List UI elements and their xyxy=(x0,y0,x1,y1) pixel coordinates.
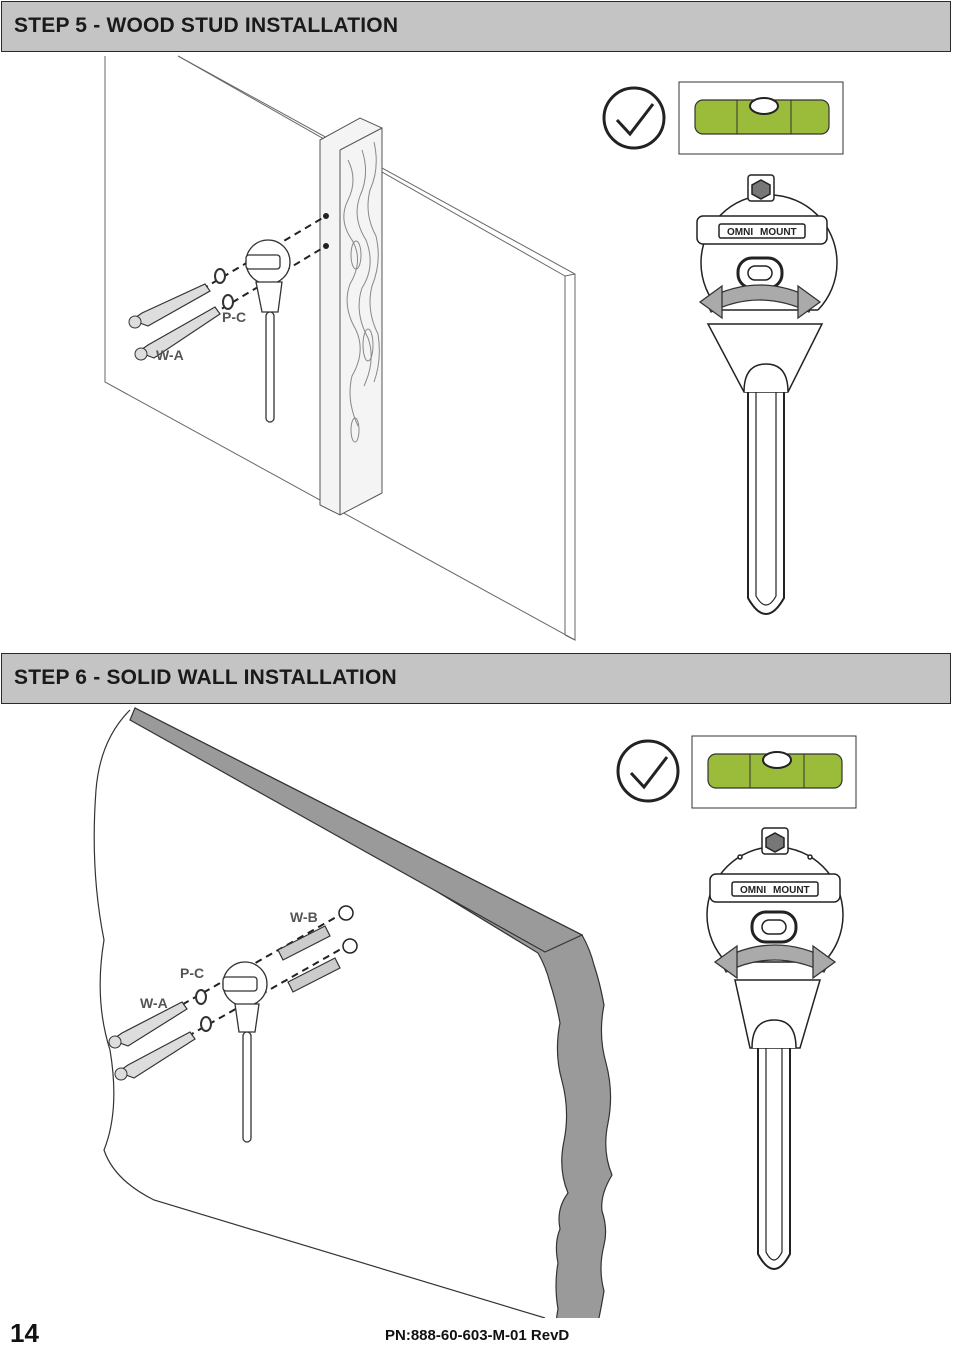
bubble-level-icon xyxy=(678,81,844,155)
rotate-arrows-icon xyxy=(698,284,822,320)
wall-anchor-icon xyxy=(277,925,341,993)
label-pc: P-C xyxy=(222,309,246,325)
washer-icon xyxy=(195,989,212,1032)
pilot-hole xyxy=(323,243,329,249)
step5-illustration: P-C W-A OMNI MOUNT xyxy=(104,55,844,641)
step6-title: STEP 6 - SOLID WALL INSTALLATION xyxy=(14,666,397,689)
wall-hole-icon xyxy=(338,905,358,954)
brand-left: OMNI xyxy=(727,227,753,238)
lag-screw-icon xyxy=(128,283,221,361)
label-wa: W-A xyxy=(140,995,168,1011)
mount-bracket-icon xyxy=(706,827,844,1270)
label-pc: P-C xyxy=(180,965,204,981)
page-number: 14 xyxy=(10,1318,39,1348)
brand-right: MOUNT xyxy=(773,885,810,896)
step5-title: STEP 5 - WOOD STUD INSTALLATION xyxy=(14,14,399,37)
mount-bracket-icon xyxy=(696,174,838,615)
washer-icon xyxy=(214,268,234,310)
lag-screw-icon xyxy=(108,1001,196,1081)
step6-illustration: W-B P-C W-A OMNI MOUNT xyxy=(93,707,857,1318)
step5-header: STEP 5 - WOOD STUD INSTALLATION xyxy=(1,1,951,52)
brand-right: MOUNT xyxy=(760,227,797,238)
part-number: PN:888-60-603-M-01 RevD xyxy=(385,1327,570,1344)
step6-header: STEP 6 - SOLID WALL INSTALLATION xyxy=(1,653,951,704)
wall-bracket-icon xyxy=(245,239,291,423)
solid-wall xyxy=(93,707,613,1318)
pilot-hole xyxy=(323,213,329,219)
rotate-arrows-icon xyxy=(713,944,837,980)
check-icon xyxy=(602,86,666,150)
screw-path-lines xyxy=(149,215,327,353)
brand-left: OMNI xyxy=(740,885,766,896)
wall-bracket-icon xyxy=(222,961,268,1143)
label-wa: W-A xyxy=(156,347,184,363)
check-icon xyxy=(616,739,680,803)
wood-stud xyxy=(319,117,383,516)
bubble-level-icon xyxy=(691,735,857,809)
label-wb: W-B xyxy=(290,909,318,925)
